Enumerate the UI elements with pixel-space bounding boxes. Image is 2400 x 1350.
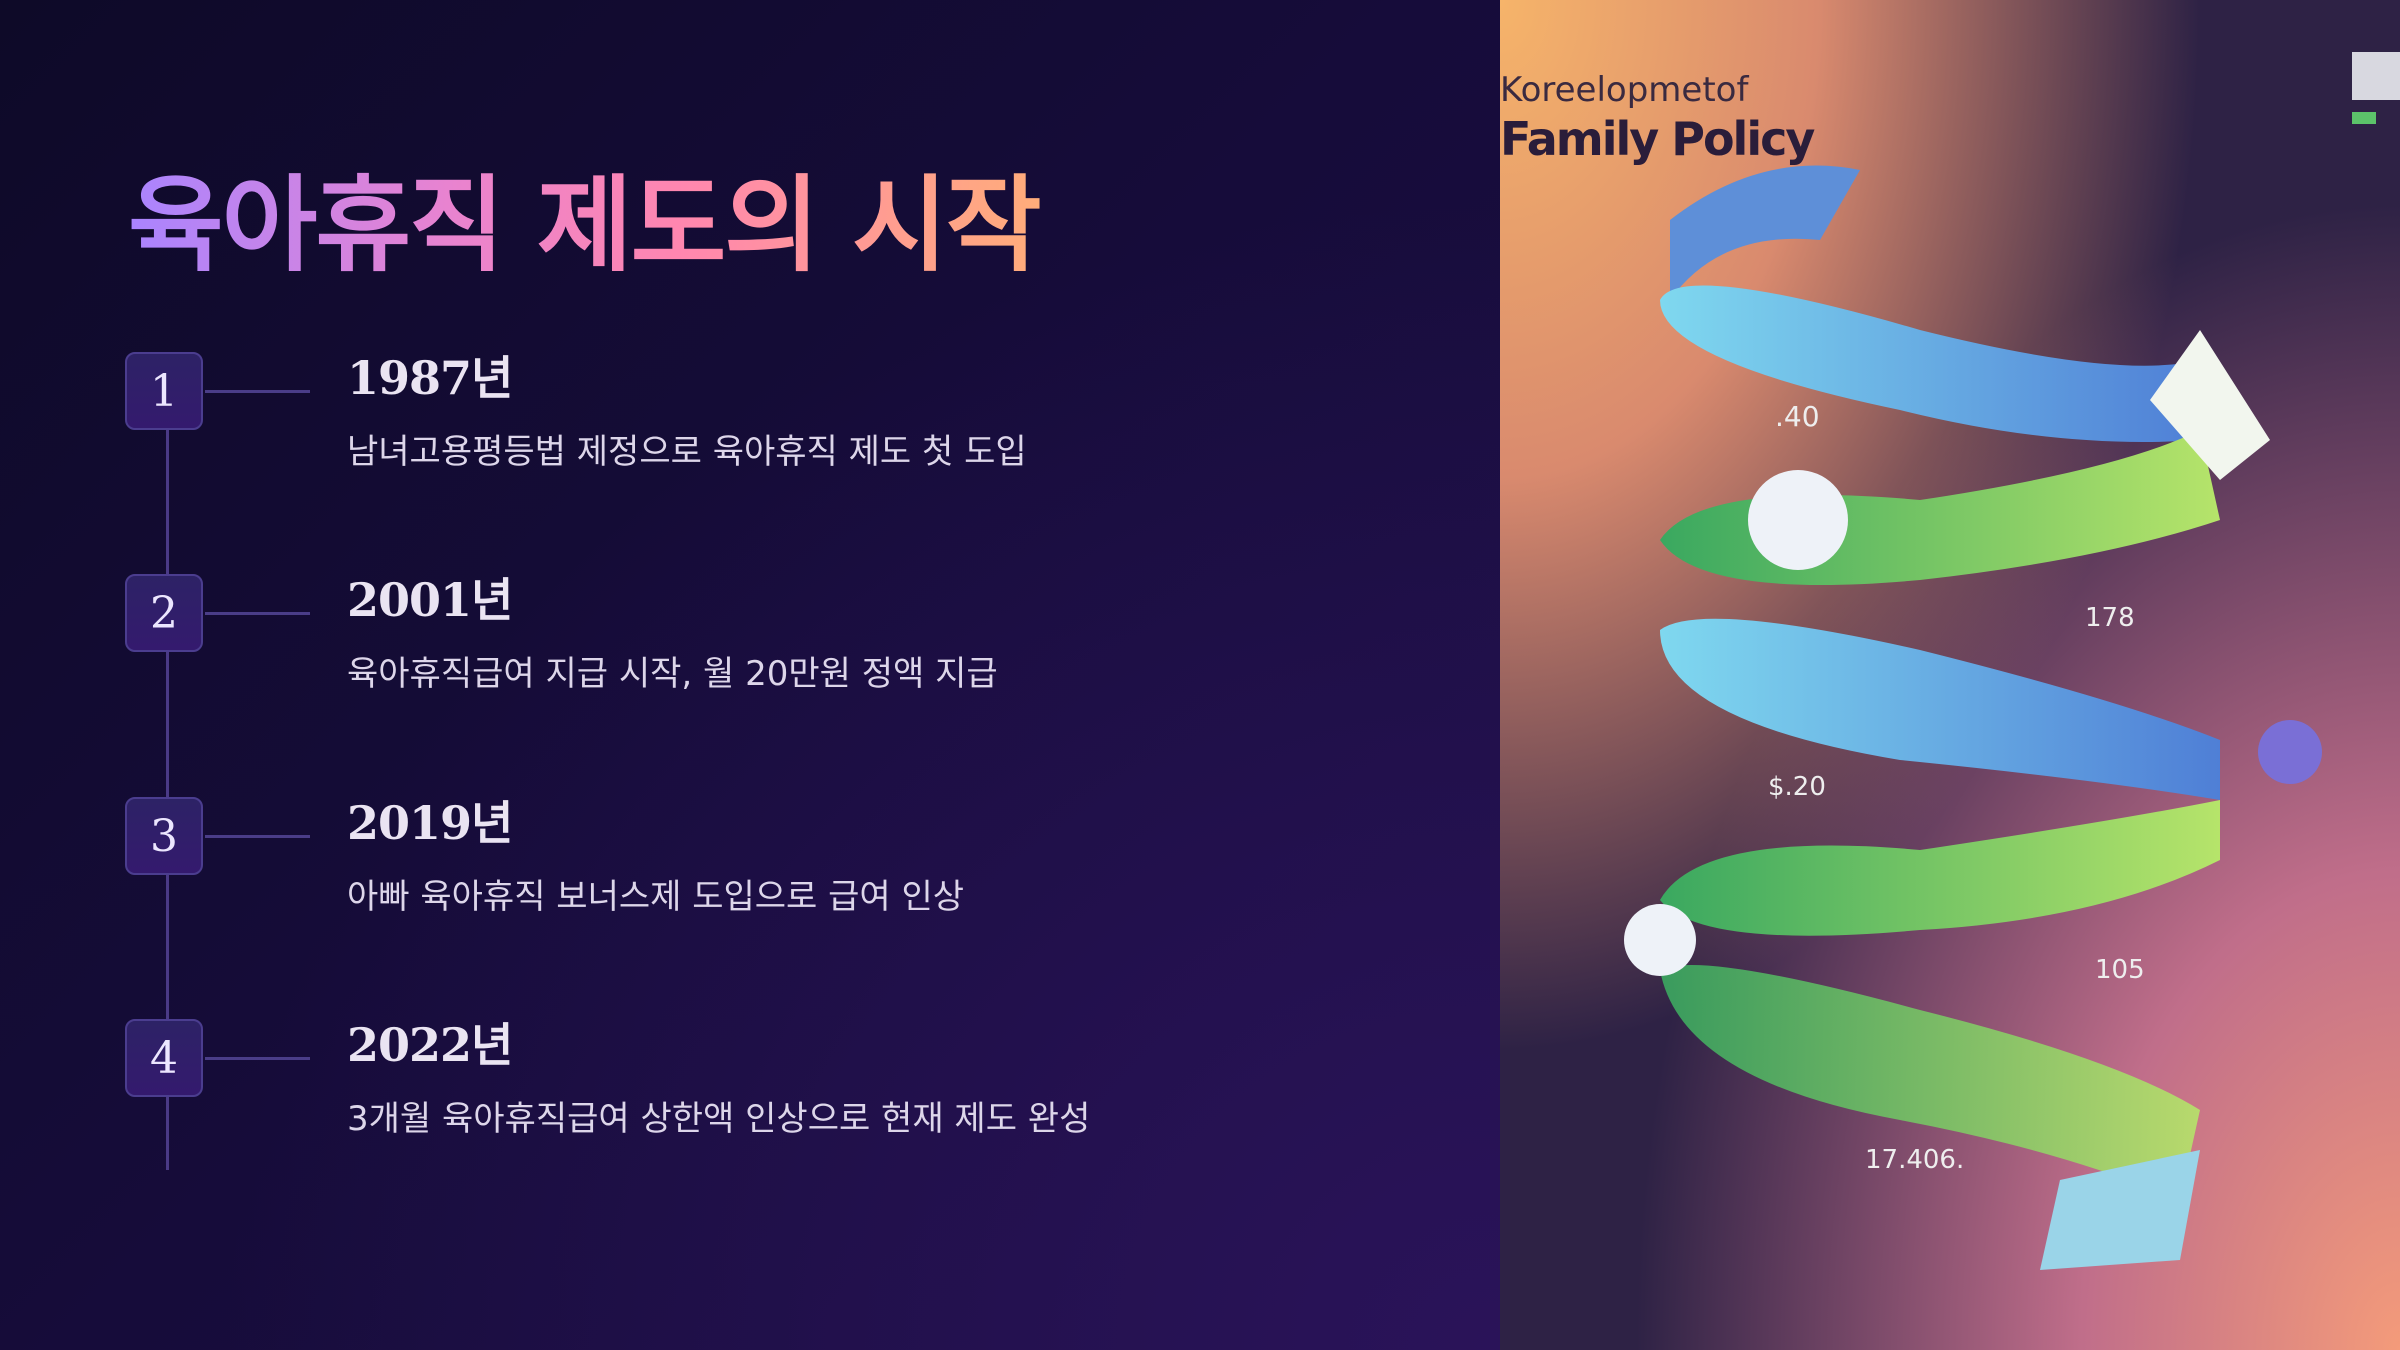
step-badge: 4 — [125, 1019, 203, 1097]
timeline-description: 3개월 육아휴직급여 상한액 인상으로 현재 제도 완성 — [347, 1099, 1091, 1139]
timeline-year: 2022년 — [347, 1018, 513, 1072]
illustration-title-line2: Family Policy — [1500, 112, 1815, 166]
leaf-card-icon — [2150, 330, 2270, 480]
ribbon-segment — [2040, 1150, 2200, 1270]
ribbon-segment — [1660, 965, 2200, 1200]
connector — [205, 1057, 310, 1060]
timeline-description: 육아휴직급여 지급 시작, 월 20만원 정액 지급 — [347, 654, 998, 694]
slide-left-panel: 육아휴직 제도의 시작 1 1987년 남녀고용평등법 제정으로 육아휴직 제도… — [0, 0, 1500, 1350]
stat-number: 17.406. — [1865, 1145, 1965, 1175]
page-title: 육아휴직 제도의 시작 — [128, 164, 1042, 286]
ribbon-segment — [1660, 800, 2220, 936]
sphere — [2258, 720, 2322, 784]
family-icon — [1624, 904, 1696, 976]
connector — [205, 390, 310, 393]
stat-number: 178 — [2085, 603, 2135, 633]
timeline-year: 2001년 — [347, 573, 513, 627]
connector — [205, 835, 310, 838]
step-badge: 2 — [125, 574, 203, 652]
step-badge: 3 — [125, 797, 203, 875]
ribbon-segment — [1660, 285, 2200, 442]
illustration-title-line1: Koreelopmetof — [1500, 70, 1749, 110]
stat-number: .40 — [1775, 400, 1820, 433]
family-policy-illustration: Koreelopmetof Family Policy .40 178 $.20… — [1500, 0, 2400, 1350]
stat-number: $.20 — [1768, 772, 1826, 802]
timeline-description: 아빠 육아휴직 보너스제 도입으로 급여 인상 — [347, 877, 965, 917]
family-icon — [1748, 470, 1848, 570]
connector — [205, 612, 310, 615]
ribbon-segment — [1660, 430, 2220, 585]
stat-number: 105 — [2095, 955, 2145, 985]
ribbon-segment — [1660, 618, 2220, 800]
ribbon-segment — [1670, 165, 1860, 300]
logo-mark — [2352, 112, 2376, 124]
timeline-description: 남녀고용평등법 제정으로 육아휴직 제도 첫 도입 — [347, 432, 1027, 472]
logo-mark — [2352, 52, 2400, 100]
step-badge: 1 — [125, 352, 203, 430]
timeline-year: 2019년 — [347, 796, 513, 850]
ribbon-graphic — [1624, 52, 2400, 1270]
timeline-year: 1987년 — [347, 351, 513, 405]
